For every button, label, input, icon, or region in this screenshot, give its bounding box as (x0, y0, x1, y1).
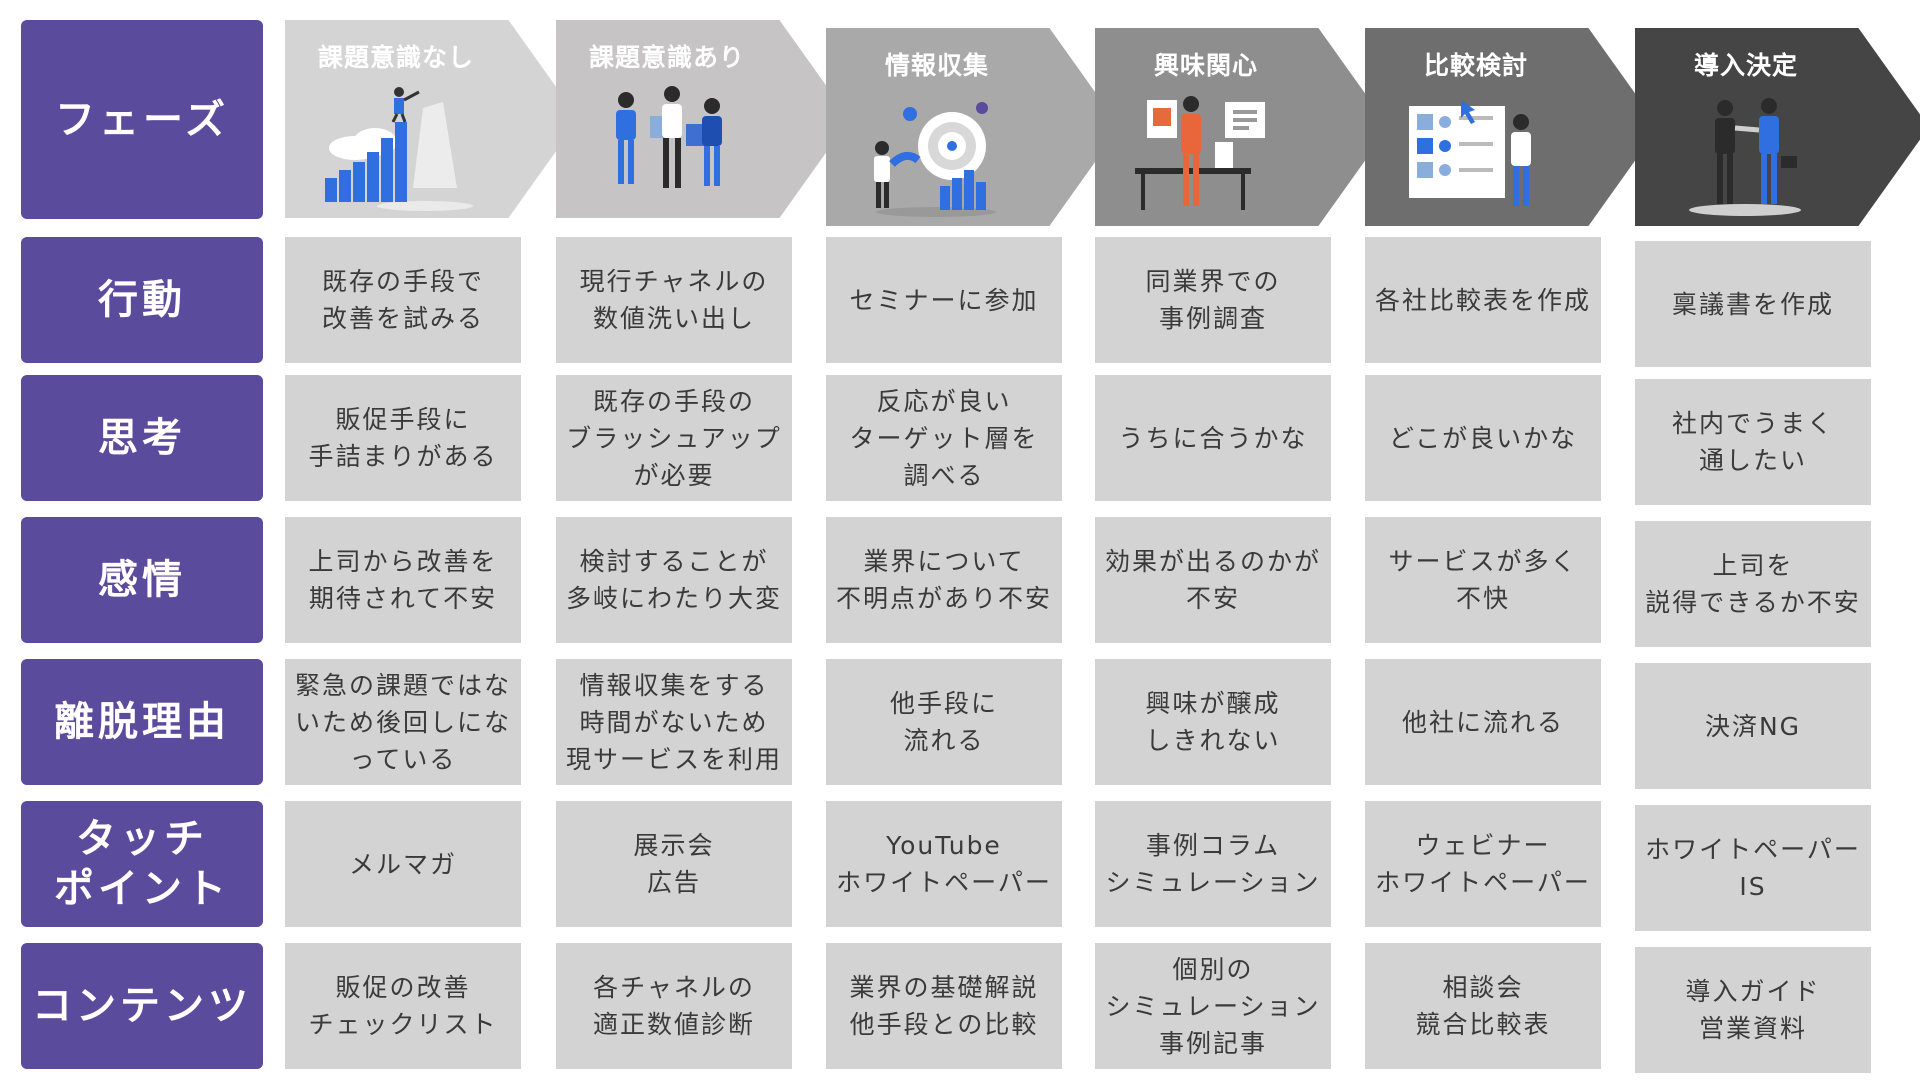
cell-churn-1: 緊急の課題ではな いため後回しにな っている (285, 659, 521, 785)
cell-churn-4: 興味が醸成 しきれない (1095, 659, 1331, 785)
cell-emotion-5: サービスが多く 不快 (1365, 517, 1601, 643)
presentation-board-illustration-icon (1135, 96, 1265, 210)
cell-thought-3: 反応が良い ターゲット層を 調べる (826, 375, 1062, 501)
cell-touchpoint-3: YouTube ホワイトペーパー (826, 801, 1062, 927)
puzzle-team-illustration-icon (616, 86, 722, 188)
phase-title: 導入決定 (1693, 51, 1798, 80)
cell-emotion-1: 上司から改善を 期待されて不安 (285, 517, 521, 643)
row-label-emotion: 感情 (21, 517, 263, 643)
cell-thought-4: うちに合うかな (1095, 375, 1331, 501)
telescope-person-illustration-icon (325, 87, 473, 211)
row-label-touchpoint: タッチ ポイント (21, 801, 263, 927)
phase-chevron-3: 情報収集 (826, 28, 1120, 226)
phase-title: 情報収集 (884, 51, 989, 80)
cell-content-6: 導入ガイド 営業資料 (1635, 947, 1871, 1073)
cell-touchpoint-2: 展示会 広告 (556, 801, 792, 927)
cell-action-6: 稟議書を作成 (1635, 241, 1871, 367)
phase-chevron-4: 興味関心 (1095, 28, 1389, 226)
cell-touchpoint-4: 事例コラム シミュレーション (1095, 801, 1331, 927)
row-label-content: コンテンツ (21, 943, 263, 1069)
cell-emotion-4: 効果が出るのかが 不安 (1095, 517, 1331, 643)
row-label-phase: フェーズ (21, 20, 263, 219)
phase-title: 興味関心 (1153, 51, 1258, 80)
cell-content-3: 業界の基礎解説 他手段との比較 (826, 943, 1062, 1069)
cell-thought-5: どこが良いかな (1365, 375, 1601, 501)
cell-content-2: 各チャネルの 適正数値診断 (556, 943, 792, 1069)
cell-churn-2: 情報収集をする 時間がないため 現サービスを利用 (556, 659, 792, 785)
phase-chevron-1: 課題意識なし (285, 20, 579, 218)
cell-thought-6: 社内でうまく 通したい (1635, 379, 1871, 505)
row-label-action: 行動 (21, 237, 263, 363)
handshake-illustration-icon (1689, 98, 1801, 216)
cell-emotion-6: 上司を 説得できるか不安 (1635, 521, 1871, 647)
magnet-target-illustration-icon (874, 102, 996, 217)
cell-action-2: 現行チャネルの 数値洗い出し (556, 237, 792, 363)
comparison-panel-illustration-icon (1409, 100, 1531, 206)
cell-touchpoint-6: ホワイトペーパー IS (1635, 805, 1871, 931)
cell-churn-3: 他手段に 流れる (826, 659, 1062, 785)
cell-action-4: 同業界での 事例調査 (1095, 237, 1331, 363)
phase-chevron-2: 課題意識あり (556, 20, 850, 218)
phase-title: 課題意識なし (317, 43, 474, 72)
cell-content-5: 相談会 競合比較表 (1365, 943, 1601, 1069)
cell-action-3: セミナーに参加 (826, 237, 1062, 363)
cell-action-1: 既存の手段で 改善を試みる (285, 237, 521, 363)
phase-title: 比較検討 (1423, 51, 1528, 80)
cell-action-5: 各社比較表を作成 (1365, 237, 1601, 363)
phase-title: 課題意識あり (588, 43, 745, 72)
cell-content-1: 販促の改善 チェックリスト (285, 943, 521, 1069)
cell-churn-6: 決済NG (1635, 663, 1871, 789)
cell-touchpoint-5: ウェビナー ホワイトペーパー (1365, 801, 1601, 927)
phase-chevron-6: 導入決定 (1635, 28, 1920, 226)
cell-content-4: 個別の シミュレーション 事例記事 (1095, 943, 1331, 1069)
row-label-churn-reason: 離脱理由 (21, 659, 263, 785)
cell-touchpoint-1: メルマガ (285, 801, 521, 927)
row-label-thought: 思考 (21, 375, 263, 501)
cell-thought-2: 既存の手段の ブラッシュアップ が必要 (556, 375, 792, 501)
cell-thought-1: 販促手段に 手詰まりがある (285, 375, 521, 501)
phase-chevron-5: 比較検討 (1365, 28, 1659, 226)
cell-churn-5: 他社に流れる (1365, 659, 1601, 785)
cell-emotion-2: 検討することが 多岐にわたり大変 (556, 517, 792, 643)
cell-emotion-3: 業界について 不明点があり不安 (826, 517, 1062, 643)
